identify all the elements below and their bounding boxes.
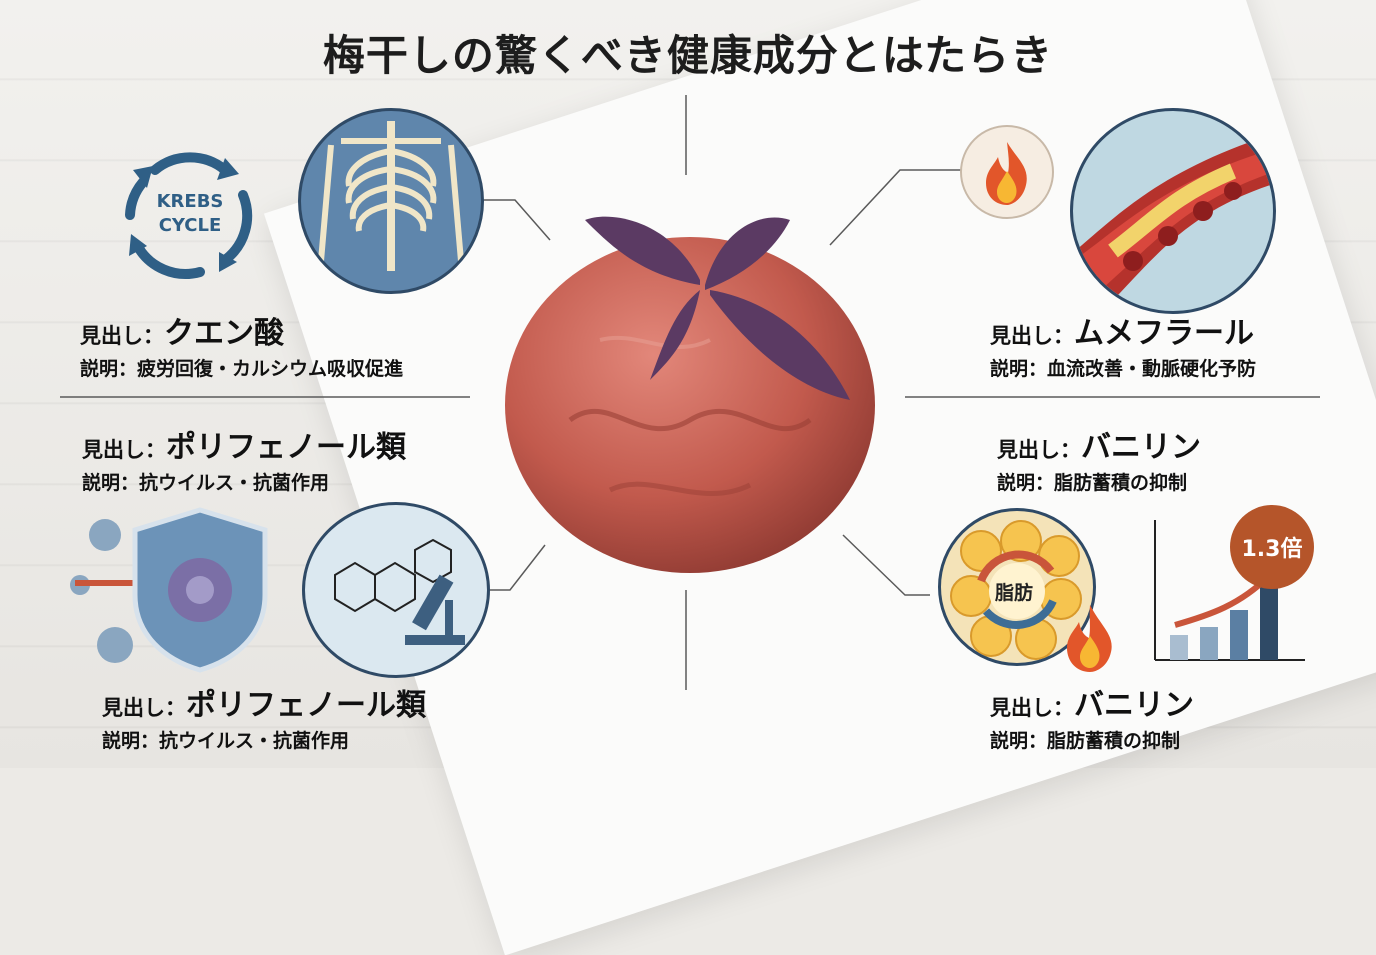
multiplier-badge: 1.3倍 — [1230, 505, 1314, 589]
item-prefix: 見出し： — [990, 696, 1074, 720]
fat-cells-icon — [950, 520, 1082, 660]
blood-vessel-icon — [1073, 134, 1273, 311]
krebs-line2: CYCLE — [159, 215, 222, 236]
item-prefix: 見出し： — [990, 324, 1074, 348]
connector-lines — [60, 95, 1320, 690]
item-prefix: 見出し： — [102, 696, 186, 720]
blood-vessel-circle — [1070, 108, 1276, 314]
item-heading: クエン酸 — [164, 316, 284, 351]
krebs-cycle-icon: KREBS CYCLE — [125, 152, 253, 279]
skeleton-icon — [318, 121, 464, 271]
virus-shield-icon — [70, 507, 268, 673]
umeboshi-plum-image — [505, 216, 875, 573]
item-citric-acid: 見出し：クエン酸 説明：疲労回復・カルシウム吸収促進 — [80, 308, 403, 381]
item-desc: 説明：血流改善・動脈硬化予防 — [990, 358, 1257, 380]
item-desc: 説明：抗ウイルス・抗菌作用 — [82, 472, 330, 494]
skeleton-circle — [298, 108, 484, 294]
item-prefix: 見出し： — [997, 438, 1081, 462]
item-heading: ポリフェノール類 — [186, 688, 426, 723]
item-desc: 説明：脂肪蓄積の抑制 — [990, 730, 1181, 752]
item-prefix: 見出し： — [82, 438, 166, 462]
page-title: 梅干しの驚くべき健康成分とはたらき — [322, 31, 1054, 80]
fat-label: 脂肪 — [995, 582, 1034, 604]
shiso-leaf-icon — [585, 216, 850, 400]
fire-icon — [986, 142, 1027, 205]
item-mumefural: 見出し：ムメフラール 説明：血流改善・動脈硬化予防 — [990, 308, 1256, 381]
item-desc: 説明：抗ウイルス・抗菌作用 — [102, 730, 350, 752]
item-polyphenol-1: 見出し：ポリフェノール類 説明：抗ウイルス・抗菌作用 — [82, 422, 406, 495]
item-heading: バニリン — [1081, 430, 1201, 465]
item-desc: 説明：脂肪蓄積の抑制 — [997, 472, 1188, 494]
molecule-microscope-icon — [334, 538, 465, 645]
fire-circle — [960, 125, 1054, 219]
item-vanillin-1: 見出し：バニリン 説明：脂肪蓄積の抑制 — [997, 422, 1201, 495]
item-polyphenol-2: 見出し：ポリフェノール類 説明：抗ウイルス・抗菌作用 — [102, 680, 426, 753]
item-vanillin-2: 見出し：バニリン 説明：脂肪蓄積の抑制 — [990, 680, 1194, 753]
molecule-circle — [302, 502, 490, 678]
fat-cells-circle — [938, 508, 1096, 666]
item-heading: ポリフェノール類 — [166, 430, 406, 465]
item-heading: ムメフラール — [1074, 316, 1254, 351]
item-heading: バニリン — [1074, 688, 1194, 723]
flame-icon — [1067, 605, 1112, 672]
item-prefix: 見出し： — [80, 324, 164, 348]
item-desc: 説明：疲労回復・カルシウム吸収促進 — [80, 358, 404, 380]
krebs-line1: KREBS — [157, 191, 224, 212]
